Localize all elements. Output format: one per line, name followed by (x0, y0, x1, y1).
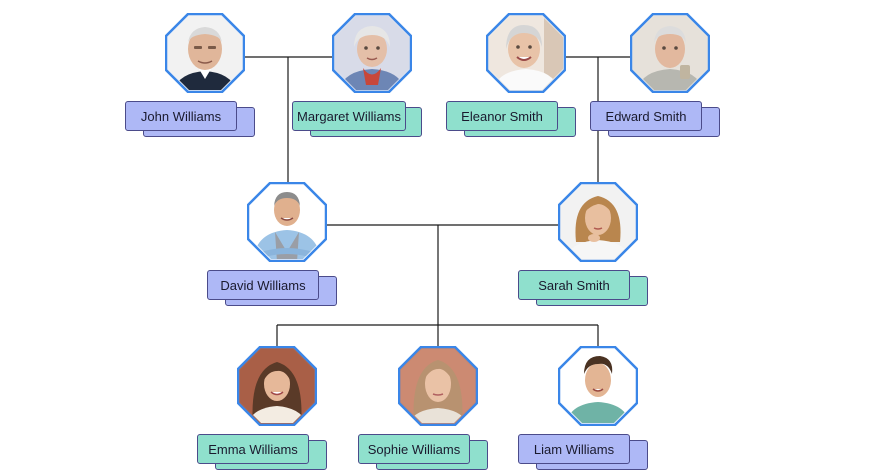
name-card: Sarah Smith (518, 270, 650, 306)
girl-portrait-icon (398, 346, 478, 426)
name-card: Edward Smith (590, 101, 722, 137)
elderly-woman-portrait-icon (486, 13, 566, 93)
name-card: Liam Williams (518, 434, 650, 470)
person-name: Sophie Williams (358, 434, 470, 464)
name-card: John Williams (125, 101, 257, 137)
man-portrait-icon (247, 182, 327, 262)
person-name: John Williams (125, 101, 237, 131)
person-name: Eleanor Smith (446, 101, 558, 131)
person-name: Emma Williams (197, 434, 309, 464)
elderly-man-portrait-icon (165, 13, 245, 93)
name-card: David Williams (207, 270, 339, 306)
name-card: Sophie Williams (358, 434, 490, 470)
elderly-man-portrait-icon (630, 13, 710, 93)
person-name: Sarah Smith (518, 270, 630, 300)
girl-portrait-icon (237, 346, 317, 426)
person-name: Margaret Williams (292, 101, 406, 131)
person-name: David Williams (207, 270, 319, 300)
person-name: Liam Williams (518, 434, 630, 464)
name-card: Margaret Williams (292, 101, 424, 137)
elderly-woman-portrait-icon (332, 13, 412, 93)
boy-portrait-icon (558, 346, 638, 426)
name-card: Emma Williams (197, 434, 329, 470)
person-name: Edward Smith (590, 101, 702, 131)
woman-portrait-icon (558, 182, 638, 262)
name-card: Eleanor Smith (446, 101, 578, 137)
